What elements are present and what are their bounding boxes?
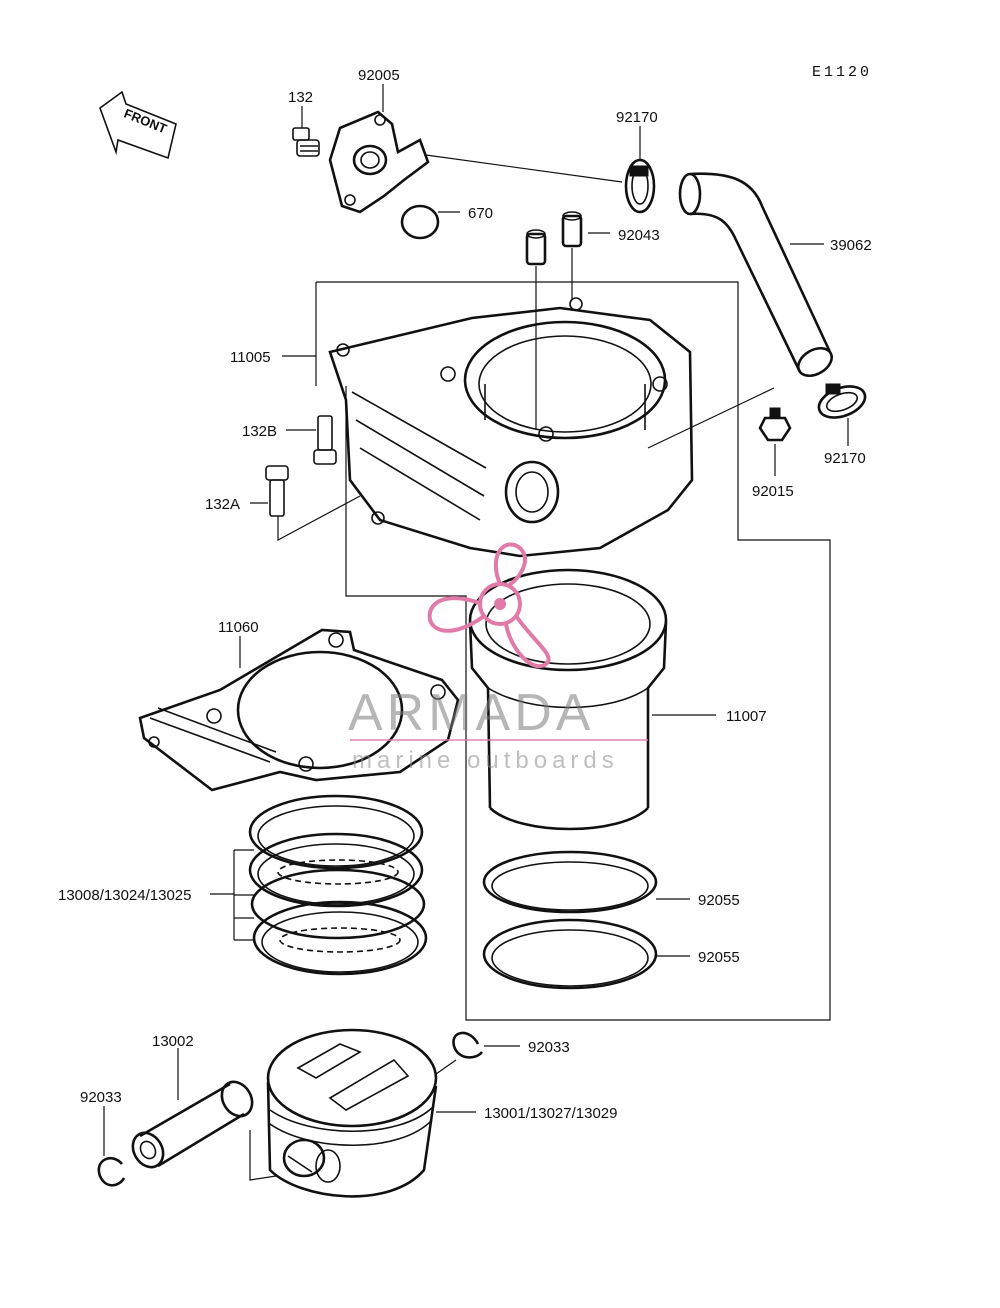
- circlip-right-icon: [452, 1031, 484, 1059]
- hose-clamp-top-icon: [624, 158, 656, 214]
- label-13008: 13008/13024/13025: [58, 887, 191, 904]
- label-92055-a: 92055: [698, 892, 740, 909]
- bolt-132b-icon: [313, 415, 337, 465]
- label-92033-right: 92033: [528, 1039, 570, 1056]
- piston-icon: [266, 1028, 438, 1198]
- label-11007: 11007: [726, 708, 767, 725]
- circlip-left-icon: [97, 1157, 126, 1187]
- label-11060: 11060: [218, 619, 259, 636]
- label-670: 670: [468, 205, 493, 222]
- water-hose-icon: [678, 172, 834, 378]
- label-92055-b: 92055: [698, 949, 740, 966]
- armada-watermark: ARMADA marine outboards: [348, 542, 648, 774]
- watermark-tagline: marine outboards: [352, 747, 619, 774]
- cylinder-sleeve-icon: [468, 568, 668, 831]
- hose-clamp-right-icon: [817, 383, 867, 419]
- label-13002: 13002: [152, 1033, 194, 1050]
- label-92005: 92005: [358, 67, 400, 84]
- water-outlet-fitting-icon: [328, 110, 430, 214]
- diagram-code: E1120: [812, 64, 872, 81]
- label-92170-right: 92170: [824, 450, 866, 467]
- bolt-132-icon: [292, 127, 320, 157]
- dowel-pins-icon: [525, 211, 583, 266]
- label-39062: 39062: [830, 237, 872, 254]
- cylinder-block-icon: [328, 297, 694, 558]
- seals-92055-icon: [482, 850, 658, 990]
- label-132: 132: [288, 89, 313, 106]
- label-11005: 11005: [230, 349, 271, 366]
- label-92033-left: 92033: [80, 1089, 122, 1106]
- head-gasket-icon: [138, 628, 460, 792]
- oring-670-icon: [400, 204, 440, 240]
- label-132B: 132B: [242, 423, 277, 440]
- piston-rings-icon: [248, 794, 428, 976]
- watermark-brand: ARMADA: [348, 684, 594, 742]
- front-label: FRONT: [122, 106, 169, 137]
- piston-pin-icon: [131, 1080, 254, 1169]
- front-arrow-icon: FRONT: [99, 90, 177, 160]
- label-13001: 13001/13027/13029: [484, 1105, 617, 1122]
- bolt-132a-icon: [265, 465, 289, 517]
- label-92015: 92015: [752, 483, 794, 500]
- propeller-logo-icon: [427, 542, 551, 669]
- nut-92015-icon: [758, 407, 792, 442]
- label-132A: 132A: [205, 496, 240, 513]
- label-92043: 92043: [618, 227, 660, 244]
- label-92170-top: 92170: [616, 109, 658, 126]
